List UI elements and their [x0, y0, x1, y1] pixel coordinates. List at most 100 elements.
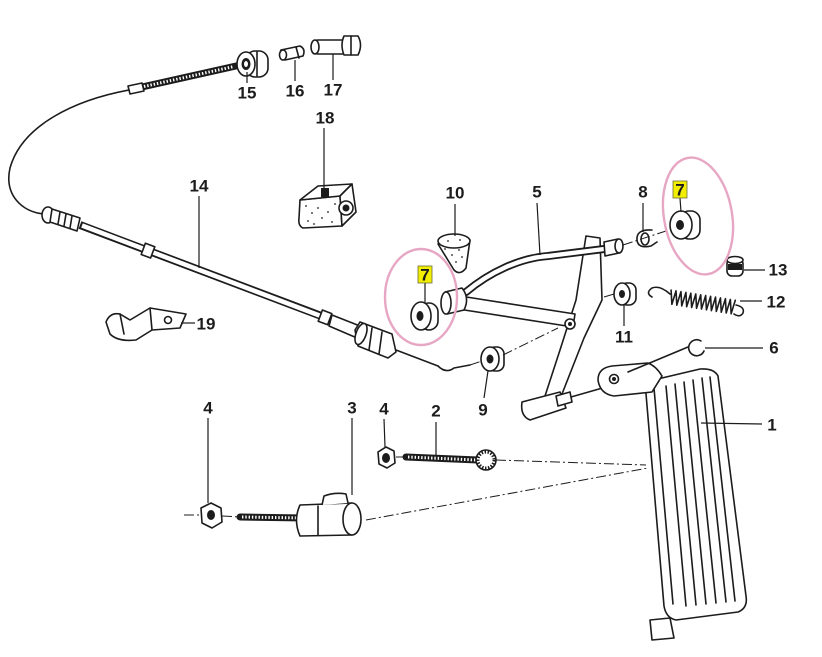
- callout-12: 12: [767, 293, 786, 312]
- lever-foot-pin: [555, 391, 573, 407]
- part-10-buffer: [437, 233, 471, 274]
- callout-8: 8: [638, 183, 647, 202]
- callout-10: 10: [446, 184, 465, 203]
- callout-3: 3: [347, 399, 356, 418]
- callout-16: 16: [286, 82, 305, 101]
- part-2-screw: [402, 449, 497, 471]
- cable-ferrule: [127, 82, 145, 95]
- highlight-circle-left: [383, 247, 459, 347]
- stipple-texture: [305, 203, 336, 225]
- cable-sheath-inner: [81, 223, 331, 322]
- highlight-box-7-left: [417, 265, 433, 284]
- callout-15: 15: [238, 84, 257, 103]
- lever-right-pin-end: [614, 238, 624, 254]
- bushing-hole: [416, 311, 424, 321]
- cable-thread-texture: [143, 65, 235, 88]
- pedal-arm-hole-center: [612, 377, 616, 381]
- pedal-circlip-line: [627, 346, 689, 373]
- assembly-axis-line: [622, 229, 670, 246]
- nut-hole: [382, 453, 390, 463]
- grommet-hole-center: [244, 61, 248, 67]
- callout-2: 2: [431, 402, 440, 421]
- bushing-hole: [676, 220, 684, 230]
- assembly-axis-line: [502, 327, 559, 356]
- clip-fold: [119, 307, 153, 335]
- part-18-bracket: [298, 183, 357, 229]
- part-15-grommet: [236, 50, 269, 78]
- callout-1: 1: [767, 416, 776, 435]
- part-9-bushing: [480, 346, 505, 372]
- callout-5: 5: [532, 183, 541, 202]
- part-6-circlip: [687, 338, 705, 357]
- part-11-bushing: [613, 282, 637, 306]
- assembly-axis-line: [365, 467, 649, 521]
- part-17-bolt: [310, 35, 362, 56]
- lever-foot: [520, 391, 567, 421]
- cable-end-hook: [437, 364, 471, 372]
- callout-4-center: 4: [379, 400, 389, 419]
- leader-lines: [181, 54, 765, 503]
- pedal-bottom-tab: [649, 617, 675, 641]
- clip-hole: [163, 315, 173, 325]
- assembly-axis-line: [469, 360, 483, 366]
- pedal-edge: [653, 387, 674, 605]
- part-7-bushing-left: [410, 301, 439, 331]
- stud-thread-texture: [241, 515, 304, 520]
- circlip-ring: [687, 338, 705, 357]
- stipple-texture: [444, 239, 463, 263]
- part-5-lever: [440, 235, 624, 421]
- callout-14: 14: [190, 177, 209, 196]
- callout-18: 18: [316, 109, 335, 128]
- cable-adjuster-face: [354, 322, 368, 346]
- buffer-end-face: [342, 502, 362, 536]
- callout-4-left: 4: [203, 399, 213, 418]
- part-19-clip: [105, 307, 187, 342]
- callout-11: 11: [615, 328, 633, 347]
- part-1-pedal: [597, 346, 748, 641]
- lever-left-pin-end: [440, 291, 452, 315]
- bracket-hole-inner: [342, 204, 350, 212]
- assembly-axis-line: [221, 515, 241, 518]
- clip-strap: [105, 307, 187, 342]
- bushing-hole: [619, 290, 625, 298]
- pin-groove: [295, 46, 300, 59]
- part-4-nut-left: [200, 502, 223, 529]
- callout-19: 19: [197, 315, 216, 334]
- leader-line-1: [700, 422, 763, 425]
- callout-7-left: 7: [420, 266, 429, 285]
- grommet-top: [726, 255, 744, 265]
- assembly-axis-line: [495, 459, 647, 466]
- cable-end-rod: [395, 349, 439, 367]
- assembly-axis-line: [603, 293, 615, 298]
- bushing-hole: [486, 354, 494, 364]
- leader-line-5: [536, 202, 541, 256]
- nut-hole: [207, 510, 215, 520]
- bracket-front-face: [298, 195, 343, 229]
- assembly-axis-lines: [184, 229, 670, 521]
- callout-7-right: 7: [675, 181, 684, 200]
- callout-labels: 15 16 17 18 14 10 5 8 7 13 12 11 6 7 1 9…: [190, 81, 788, 435]
- part-3-stop-buffer: [236, 492, 362, 537]
- part-16-pin: [278, 45, 305, 61]
- buffer-top-boss: [321, 492, 349, 506]
- cable-fitting-knurl: [57, 211, 73, 229]
- leader-line-9: [483, 370, 489, 399]
- cable-sheath-band: [317, 309, 333, 326]
- leader-line-4-center: [383, 418, 386, 448]
- pedal-ridges: [665, 376, 736, 607]
- lever-bar: [457, 295, 576, 328]
- pin-end: [278, 49, 288, 61]
- bolt-tip: [310, 39, 320, 55]
- highlight-box-7-right: [672, 180, 688, 199]
- grommet-band: [728, 264, 742, 270]
- spring-hook-right: [733, 304, 745, 317]
- part-7-bushing-right: [669, 210, 701, 240]
- buffer-head: [437, 233, 471, 249]
- part-4-nut-center: [377, 446, 396, 469]
- cable-adjuster-flats: [368, 327, 383, 355]
- screw-thread-texture: [407, 455, 477, 462]
- callout-17: 17: [324, 81, 343, 100]
- bracket-slot: [321, 188, 329, 197]
- cable-inner-wire: [8, 89, 130, 215]
- part-14-cable: [8, 62, 471, 372]
